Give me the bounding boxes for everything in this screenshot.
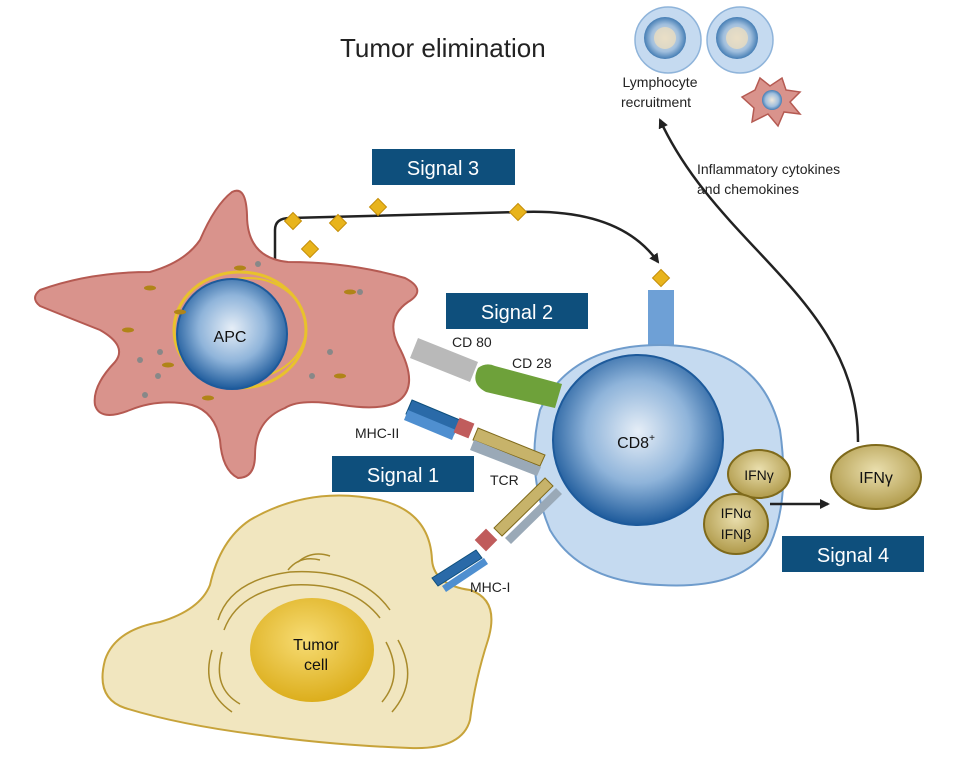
small-dendritic-cell bbox=[740, 76, 802, 128]
ifn-gamma-inner bbox=[727, 449, 791, 499]
signal3-arrow bbox=[273, 210, 660, 265]
ifn-gamma-outer-label: IFNγ bbox=[859, 470, 893, 487]
lymphocyte-cell-1 bbox=[634, 6, 702, 74]
mhc1-label: MHC-I bbox=[470, 579, 510, 595]
lymphocyte-label-line2: recruitment bbox=[621, 94, 691, 110]
cd80-molecule bbox=[410, 338, 478, 382]
cytokine-receptor bbox=[648, 290, 674, 354]
ifn-alpha-beta bbox=[703, 493, 769, 555]
ifn-gamma-outer bbox=[830, 444, 922, 510]
apc-cell bbox=[34, 189, 419, 480]
signal3-label: Signal 3 bbox=[407, 158, 479, 180]
signal1-label: Signal 1 bbox=[367, 465, 439, 487]
cd8-label: CD8+ bbox=[617, 433, 655, 452]
diagram-title: Tumor elimination bbox=[340, 33, 546, 63]
cytokines-label-line2: and chemokines bbox=[697, 181, 799, 197]
ifn-beta-label: IFNβ bbox=[721, 526, 752, 542]
signal3-box: Signal 3 bbox=[372, 149, 515, 185]
tcr-label: TCR bbox=[490, 472, 519, 488]
ifn-alpha-label: IFNα bbox=[721, 505, 752, 521]
cd80-label: CD 80 bbox=[452, 334, 492, 350]
signal2-box: Signal 2 bbox=[446, 293, 588, 329]
signal4-box: Signal 4 bbox=[782, 536, 924, 572]
mhc2-label: MHC-II bbox=[355, 425, 399, 441]
tumor-label-line2: cell bbox=[304, 657, 328, 674]
tumor-cell bbox=[101, 494, 493, 750]
lymphocyte-label-line1: Lymphocyte bbox=[623, 74, 698, 90]
apc-label: APC bbox=[214, 329, 247, 346]
cd28-molecule bbox=[475, 364, 562, 408]
lymphocyte-cell-2 bbox=[706, 6, 774, 74]
signal4-label: Signal 4 bbox=[817, 545, 889, 567]
mhc2-tcr-complex bbox=[404, 399, 546, 476]
cytokines-label-line1: Inflammatory cytokines bbox=[697, 161, 840, 177]
ifn-gamma-inner-label: IFNγ bbox=[744, 467, 774, 483]
tumor-label-line1: Tumor bbox=[293, 637, 339, 654]
signal2-label: Signal 2 bbox=[481, 302, 553, 324]
cd28-label: CD 28 bbox=[512, 355, 552, 371]
mhc1-tcr-complex bbox=[431, 477, 562, 592]
signal1-box: Signal 1 bbox=[332, 456, 474, 492]
recruitment-arrow bbox=[658, 118, 860, 443]
signal3-diamonds bbox=[283, 197, 671, 288]
